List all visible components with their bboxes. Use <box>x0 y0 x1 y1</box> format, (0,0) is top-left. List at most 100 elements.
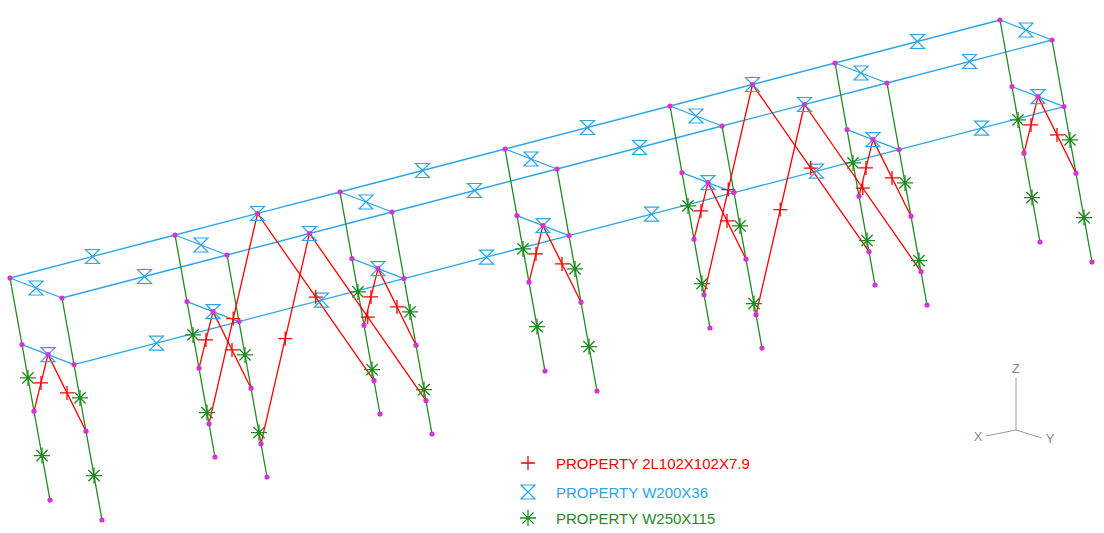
beam-member <box>835 63 887 83</box>
brace-marker <box>885 171 899 185</box>
joint-node <box>1037 239 1042 244</box>
brace-member <box>529 226 543 283</box>
joint-node <box>196 366 201 371</box>
beam-marker <box>746 78 760 92</box>
beam-marker <box>138 270 152 284</box>
beam-member <box>1012 87 1064 107</box>
column-member <box>505 149 545 371</box>
joint-node <box>918 269 923 274</box>
beam-member <box>517 216 569 236</box>
brace-marker <box>1024 118 1038 132</box>
column-marker <box>581 339 597 355</box>
column-member <box>670 106 710 328</box>
joint-node <box>212 454 217 459</box>
beam-member <box>505 149 557 169</box>
brace-marker <box>856 181 870 195</box>
joint-node <box>413 343 418 348</box>
joint-node <box>701 292 706 297</box>
column-member <box>175 235 215 457</box>
brace-marker <box>199 333 213 347</box>
column-member <box>557 169 597 391</box>
joint-node <box>371 378 376 383</box>
beam-marker <box>689 109 703 123</box>
brace-marker <box>364 290 378 304</box>
beam-marker <box>41 348 55 362</box>
brace-marker <box>390 300 404 314</box>
joint-node <box>870 137 875 142</box>
beam-marker <box>359 195 373 209</box>
joint-node <box>908 214 913 219</box>
joint-node <box>71 362 76 367</box>
beam-marker <box>150 336 164 350</box>
axis-label: X <box>974 430 983 443</box>
beam-marker <box>86 250 100 264</box>
legend-row: PROPERTY 2L102X102X7.9 <box>518 454 750 472</box>
joint-node <box>719 123 724 128</box>
column-marker <box>859 233 875 249</box>
joint-node <box>19 342 24 347</box>
beam-marker <box>645 207 659 221</box>
column-marker <box>515 241 531 257</box>
joint-node <box>1073 171 1078 176</box>
axis-label: Z <box>1012 362 1020 375</box>
joint-node <box>731 190 736 195</box>
joint-node <box>401 276 406 281</box>
column-member <box>227 255 267 477</box>
joint-node <box>59 295 64 300</box>
column-marker <box>20 370 36 386</box>
joint-node <box>526 280 531 285</box>
members <box>10 20 1092 520</box>
column-marker <box>529 319 545 335</box>
brace-marker <box>773 203 787 217</box>
legend-label: PROPERTY W200X36 <box>556 484 708 501</box>
column-member <box>887 83 927 305</box>
column-marker <box>185 327 201 343</box>
beam-marker <box>1019 23 1033 37</box>
column-member <box>340 192 380 414</box>
brace-marker <box>555 257 569 271</box>
beam-marker <box>251 207 265 221</box>
brace-marker <box>309 290 323 304</box>
joint-node <box>679 170 684 175</box>
column-marker <box>911 253 927 269</box>
legend-symbol <box>518 509 538 527</box>
column-member <box>1000 20 1040 242</box>
joint-node <box>45 352 50 357</box>
column-marker <box>416 382 432 398</box>
joint-node <box>1021 151 1026 156</box>
joint-node <box>856 194 861 199</box>
joint-node <box>554 166 559 171</box>
joint-node <box>248 386 253 391</box>
joint-node <box>47 497 52 502</box>
column-marker <box>72 390 88 406</box>
beam-member <box>340 192 392 212</box>
joint-node <box>872 282 877 287</box>
beam-marker <box>315 293 329 307</box>
column-marker <box>1024 190 1040 206</box>
joint-node <box>750 82 755 87</box>
joint-node <box>667 103 672 108</box>
beam-marker <box>371 262 385 276</box>
brace-member <box>1024 97 1038 154</box>
column-marker <box>34 448 50 464</box>
column-member <box>835 63 875 285</box>
beam-marker <box>810 164 824 178</box>
joint-node <box>264 474 269 479</box>
joint-node <box>184 299 189 304</box>
beam-marker <box>206 305 220 319</box>
beam-member <box>670 106 722 126</box>
brace-marker <box>694 204 708 218</box>
joint-node <box>255 211 260 216</box>
joint-node <box>844 127 849 132</box>
beam-member <box>899 107 1064 150</box>
beam-marker <box>1031 90 1045 104</box>
brace-marker <box>34 376 48 390</box>
column-marker <box>350 284 366 300</box>
beam-member <box>239 279 404 322</box>
joint-node <box>7 275 12 280</box>
joint-node <box>1061 104 1066 109</box>
joint-node <box>802 102 807 107</box>
joint-node <box>99 517 104 522</box>
column-marker <box>1062 132 1078 148</box>
brace-marker <box>720 214 734 228</box>
